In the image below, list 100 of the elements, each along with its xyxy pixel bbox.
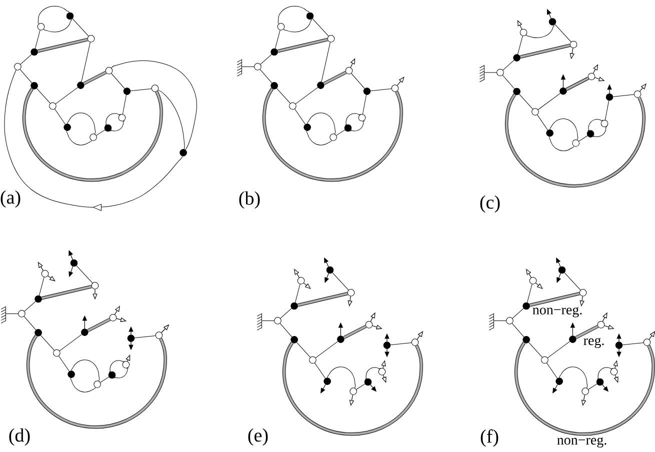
panel-label: (b) [239, 191, 260, 209]
edge-arc [350, 120, 364, 132]
edge-line [260, 54, 272, 65]
edge-line [537, 114, 548, 130]
edge-line [280, 308, 292, 319]
vertex-circle [579, 289, 587, 296]
vertex-circle [274, 317, 282, 324]
vertex-dot [513, 88, 520, 96]
edge-line [314, 362, 326, 379]
edge-line [111, 73, 125, 89]
edge-arc [66, 130, 92, 146]
vertex-circle [582, 388, 589, 395]
edge-line [362, 94, 367, 114]
vertex-dot [290, 336, 298, 344]
vertex-dot [77, 82, 84, 89]
vertex-circle [309, 356, 316, 364]
edge-line [312, 18, 329, 36]
edge-line [518, 36, 523, 55]
edge-arc [43, 19, 72, 32]
vertex-circle [572, 139, 580, 147]
edge-line [528, 342, 542, 358]
vertex-dot [30, 82, 38, 90]
thick-bar [520, 44, 570, 59]
edge-line [502, 60, 514, 70]
edge-line [280, 323, 292, 338]
edge-arc [588, 119, 603, 132]
vertex-dot [66, 12, 74, 20]
vertex-circle [155, 332, 163, 339]
vertex-dot [324, 378, 331, 385]
edge-arc [559, 366, 588, 388]
direction-arrow [648, 331, 655, 340]
vertex-circle [570, 40, 578, 48]
vertex-dot [596, 378, 604, 386]
edge-line [502, 75, 515, 89]
edge-line [36, 88, 50, 104]
edge-line [20, 54, 32, 65]
edge-line [134, 335, 156, 338]
vertex-circle [37, 23, 45, 30]
vertex-dot [513, 54, 520, 62]
panel-label: (c) [480, 195, 500, 213]
vertex-circle [643, 338, 651, 346]
thick-arc [505, 94, 646, 188]
vertex-dot [522, 336, 530, 344]
edge-line [260, 69, 272, 84]
vertex-dot [569, 336, 576, 343]
edge-arc [283, 19, 312, 32]
vertex-circle [365, 321, 373, 328]
edge-line [295, 284, 300, 303]
vertex-circle [347, 289, 355, 296]
vertex-circle [506, 317, 514, 324]
vertex-circle [277, 23, 285, 30]
vertex-dot [68, 370, 75, 378]
edge-arc [114, 367, 128, 378]
vertex-dot [337, 336, 344, 343]
edge-arc [109, 360, 124, 372]
panel-label: (f) [480, 429, 498, 447]
vertex-dot [615, 342, 623, 349]
thick-bar [87, 318, 110, 332]
vertex-dot [34, 329, 42, 336]
panel-label: (d) [9, 428, 30, 446]
edge-arc [597, 367, 612, 380]
edge-arc [345, 113, 360, 126]
edge-line [294, 108, 306, 125]
edge-line [295, 87, 318, 104]
edge-line [588, 384, 598, 390]
edge-line [276, 88, 290, 104]
thick-bar [37, 38, 88, 53]
edge-arc [327, 366, 356, 388]
vertex-circle [151, 84, 159, 92]
vertex-circle [391, 84, 399, 92]
vertex-circle [94, 380, 101, 388]
edge-line [40, 335, 54, 351]
vertex-dot [81, 328, 88, 336]
edge-line [296, 342, 310, 358]
edge-arc [67, 112, 96, 134]
edge-arc [306, 130, 332, 146]
edge-label: reg. [582, 337, 606, 349]
edge-line [72, 18, 89, 36]
vertex-dot [317, 82, 324, 89]
vertex-circle [634, 90, 642, 98]
vertex-dot [606, 93, 614, 101]
arrow-curve [4, 70, 183, 211]
vertex-circle [118, 114, 126, 122]
edge-arc [70, 378, 96, 392]
vertex-circle [122, 361, 130, 368]
vertex-dot [363, 88, 371, 95]
vertex-circle [411, 338, 419, 346]
vertex-circle [53, 349, 60, 357]
edge-line [315, 341, 338, 358]
edge-label: non−reg. [532, 306, 584, 318]
thick-arc [22, 88, 163, 182]
vertex-dot [123, 88, 131, 95]
vertex-circle [345, 67, 353, 74]
edge-arc [307, 112, 336, 134]
vertex-circle [90, 134, 97, 141]
vertex-dot [108, 371, 116, 379]
edge-line [81, 42, 90, 82]
direction-arrow [48, 276, 56, 282]
edge-arc [71, 360, 100, 382]
thick-bar [530, 292, 580, 307]
